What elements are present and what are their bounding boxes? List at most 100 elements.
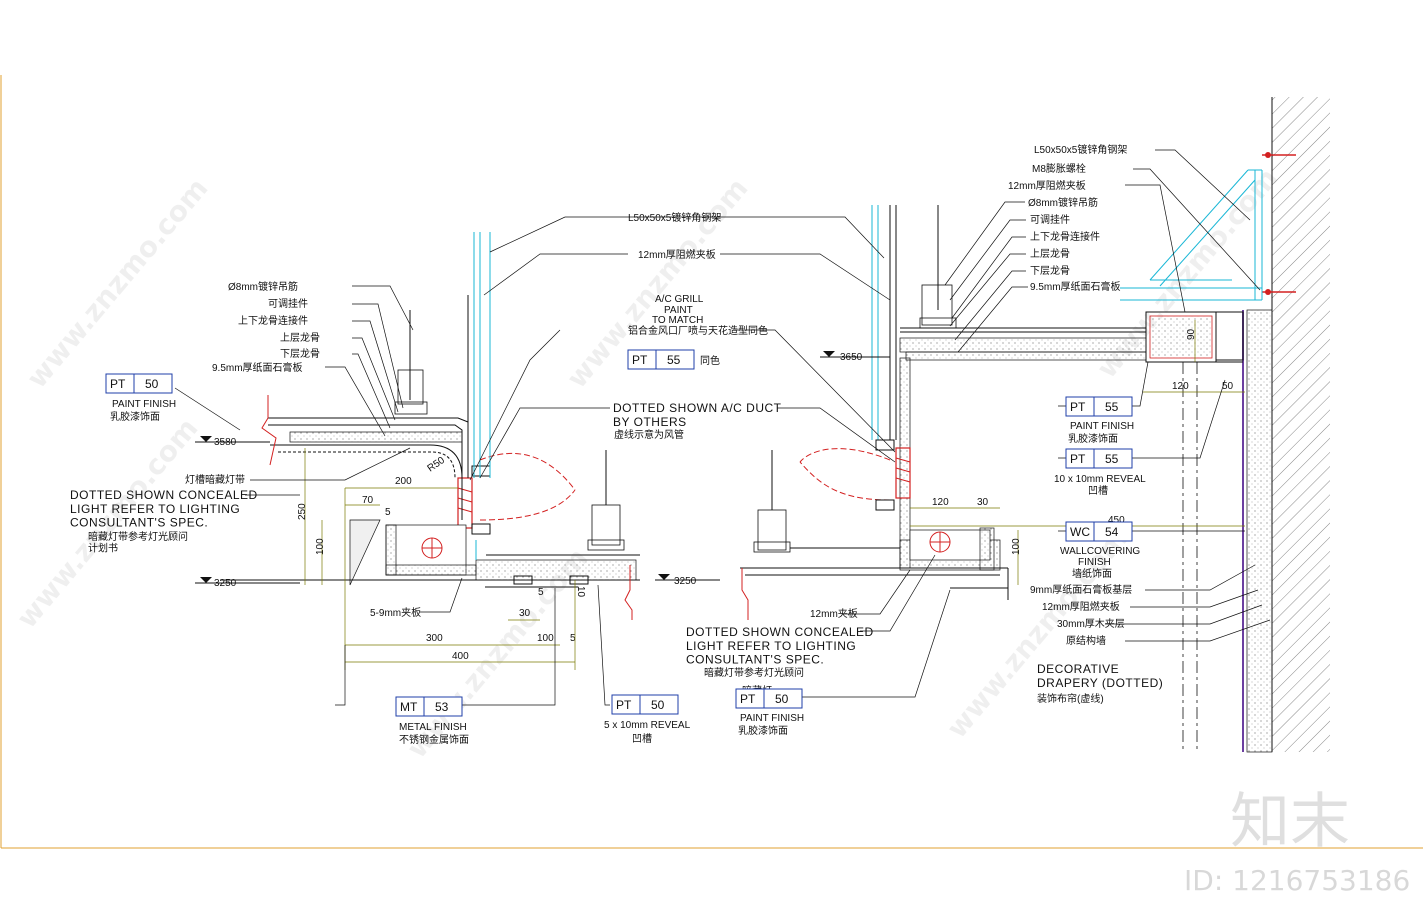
ac-duct-section [457, 439, 911, 535]
dimension-label: 300 [426, 633, 443, 644]
tag-code: PT [1070, 452, 1086, 466]
callout-adjust-piece: 可调挂件 [268, 297, 308, 310]
tag-code: PT [110, 377, 126, 391]
dimension-label: 30 [977, 497, 989, 508]
callout-angle-steel: L50x50x5镀锌角钢架 [1034, 143, 1127, 156]
tag-code: MT [400, 700, 418, 714]
angle-steel-bracket [1120, 169, 1263, 301]
callout-hanger-rod: Ø8mm镀锌吊筋 [228, 280, 298, 293]
note-cn: 暗藏灯带参考灯光顾问 [704, 666, 804, 679]
tag-cn: 乳胶漆饰面 [110, 410, 160, 423]
tag-note: 铝合金风口厂喷与天花造型同色 [628, 324, 768, 337]
watermark-text: www.znzmo.com [20, 172, 214, 395]
tag-cn: 墙纸饰面 [1072, 567, 1112, 580]
left-callout-group: Ø8mm镀锌吊筋 可调挂件 上下龙骨连接件 上层龙骨 下层龙骨 9.5mm厚纸面… [185, 211, 721, 486]
tag-en-line: A/C GRILL [655, 294, 704, 305]
note-cn: 暗藏灯带参考灯光顾问计划书 [88, 530, 188, 555]
dimension-label: 30 [519, 608, 531, 619]
finish-tag-pt55-right: PT 55 PAINT FINISH 乳胶漆饰面 [1065, 396, 1134, 445]
tag-en: PAINT FINISH [1070, 421, 1134, 432]
dimension-label: R50 [426, 455, 448, 475]
tag-en: METAL FINISH [399, 722, 467, 733]
fire-board-5-label: 5-9mm夹板 [370, 606, 421, 619]
dimension-label: 5 [570, 633, 576, 644]
callout-expansion-bolt: M8膨胀螺栓 [1032, 162, 1086, 175]
tag-cn: 乳胶漆饰面 [738, 724, 788, 737]
finish-tag-pt55-reveal: PT 55 10 x 10mm REVEAL 凹槽 [1054, 448, 1146, 497]
finish-tag-mt53: MT 53 METAL FINISH 不锈钢金属饰面 [395, 696, 469, 746]
callout-adjust-piece: 可调挂件 [1030, 213, 1070, 226]
dimension-label: 70 [362, 495, 374, 506]
finish-tag-pt50-left: PT 50 PAINT FINISH 乳胶漆饰面 [105, 373, 176, 423]
tag-cn: 凹槽 [1088, 484, 1108, 497]
finish-tag-pt50-reveal: PT 50 5 x 10mm REVEAL 凹槽 [604, 694, 691, 745]
callout-connector: 上下龙骨连接件 [238, 314, 308, 327]
tag-number: 55 [1105, 452, 1119, 466]
tag-cn: 凹槽 [632, 732, 652, 745]
tag-number: 55 [667, 353, 681, 367]
right-ceiling-section [871, 205, 1244, 752]
dimension-label: 200 [395, 476, 412, 487]
callout-fire-board: 12mm厚阻燃夹板 [1008, 179, 1086, 192]
tag-code: WC [1070, 525, 1090, 539]
dimension-label: 100 [1011, 538, 1022, 555]
level-label: 3580 [214, 437, 237, 448]
tag-cn: 不锈钢金属饰面 [399, 733, 469, 746]
tag-code: PT [632, 353, 648, 367]
callout-board-base: 9mm厚纸面石膏板基层 [1030, 583, 1132, 596]
tag-number: 50 [145, 377, 159, 391]
callout-wood-layer: 30mm厚木夹层 [1057, 617, 1125, 630]
tag-en: FINISH [1078, 557, 1111, 568]
dimension-label: 100 [537, 633, 554, 644]
tag-suffix: 同色 [700, 354, 720, 367]
tag-number: 50 [775, 692, 789, 706]
tag-en: 10 x 10mm REVEAL [1054, 474, 1146, 485]
dimension-label: 10 [575, 586, 586, 598]
callout-angle-steel: L50x50x5镀锌角钢架 [628, 211, 721, 224]
level-label: 3250 [214, 578, 237, 589]
dimension-label: 100 [315, 538, 326, 555]
level-label: 3250 [674, 576, 697, 587]
leader-lines [174, 149, 1271, 706]
tag-code: PT [740, 692, 756, 706]
drapery-cn: 装饰布帘(虚线) [1037, 692, 1104, 705]
tag-en: PAINT FINISH [112, 399, 176, 410]
tag-number: 54 [1105, 525, 1119, 539]
dimension-label: 250 [297, 503, 308, 520]
tag-en-line: TO MATCH [652, 315, 703, 326]
finish-tag-wc54: WC 54 WALLCOVERING FINISH 墙纸饰面 [1060, 521, 1140, 580]
dimension-label: 120 [932, 497, 949, 508]
callout-upper-keel: 上层龙骨 [1030, 247, 1070, 260]
callout-gypsum: 9.5mm厚纸面石膏板 [1030, 280, 1121, 293]
tag-cn: 乳胶漆饰面 [1068, 432, 1118, 445]
dimension-label: 120 [1172, 381, 1189, 392]
duct-note-cn: 虚线示意为风管 [614, 428, 684, 441]
dimension-label: 90 [1186, 328, 1197, 340]
left-ceiling-section [220, 232, 640, 620]
callout-lower-keel: 下层龙骨 [1030, 264, 1070, 277]
level-markers: 3580 3250 3250 3650 [195, 351, 890, 589]
callout-hanger-rod: Ø8mm镀锌吊筋 [1028, 196, 1098, 209]
tag-code: PT [1070, 400, 1086, 414]
tag-code: PT [616, 698, 632, 712]
tag-number: 55 [1105, 400, 1119, 414]
right-light-trough [740, 450, 1009, 620]
finish-tag-pt50-bottom: 暗藏灯 PT 50 PAINT FINISH 乳胶漆饰面 [735, 684, 804, 737]
callout-wall: 原结构墙 [1066, 634, 1106, 647]
id-watermark: ID: 1216753186 [1184, 864, 1410, 897]
dimension-label: 5 [538, 587, 544, 598]
dimension-label: 450 [1108, 515, 1125, 526]
callout-fire-board: 12mm厚阻燃夹板 [638, 248, 716, 261]
tag-en: 5 x 10mm REVEAL [604, 720, 691, 731]
fire-board-12-label: 12mm夹板 [810, 607, 858, 620]
tag-en: WALLCOVERING [1060, 546, 1140, 557]
callout-lower-keel: 下层龙骨 [280, 347, 320, 360]
callout-fire-board-2: 12mm厚阻燃夹板 [1042, 600, 1120, 613]
